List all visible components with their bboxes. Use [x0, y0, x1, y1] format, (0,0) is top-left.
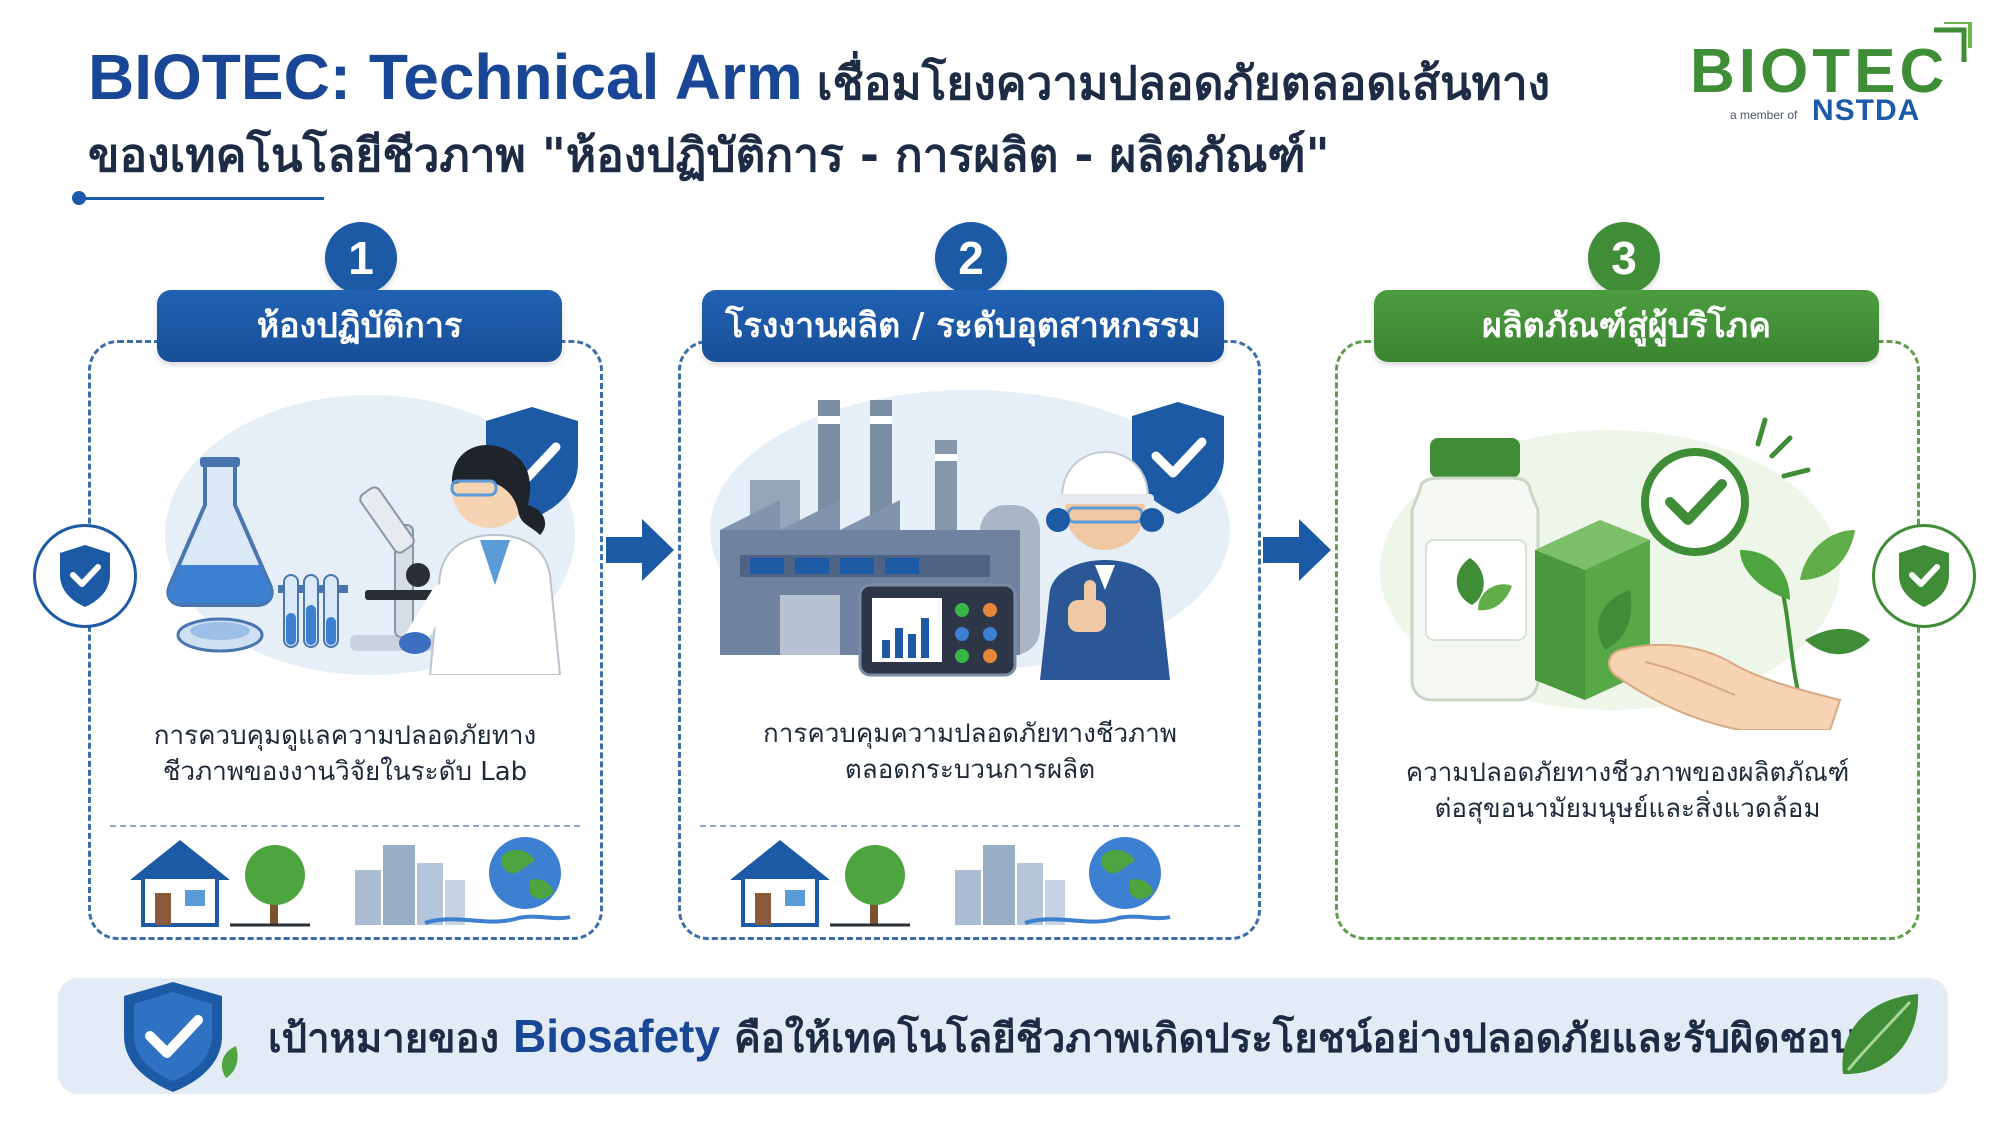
footer-keyword: Biosafety: [513, 1010, 721, 1062]
test-tubes-icon: [278, 574, 348, 648]
shield-check-icon: [1899, 545, 1949, 607]
globe-icon: [1024, 837, 1171, 925]
stage-number-2: 2: [935, 222, 1007, 294]
environment-icons-lab: [130, 837, 571, 927]
house-icon: [130, 840, 230, 927]
logo-org: NSTDA: [1812, 94, 1921, 127]
title-underline: [74, 197, 324, 200]
stage-number-3: 3: [1588, 222, 1660, 294]
city-buildings-icon: [955, 845, 1065, 925]
house-icon: [730, 840, 830, 927]
city-buildings-icon: [355, 845, 465, 925]
stage-label-factory: โรงงานผลิต / ระดับอุตสาหกรรม: [702, 290, 1224, 362]
stage-description-factory: การควบคุมความปลอดภัยทางชีวภาพ ตลอดกระบวน…: [763, 719, 1177, 785]
stage-number-1: 1: [325, 222, 397, 294]
footer-statement: เป้าหมายของ Biosafety คือให้เทคโนโลยีชีว…: [268, 1010, 1856, 1062]
factory-worker-illustration: [710, 390, 1230, 680]
stage-label-product: ผลิตภัณฑ์สู่ผู้บริโภค: [1374, 290, 1879, 362]
stage-description-product: ความปลอดภัยทางชีวภาพของผลิตภัณฑ์ ต่อสุขอ…: [1405, 758, 1850, 824]
shield-check-icon: [124, 982, 238, 1092]
check-circle-icon: [1641, 417, 1811, 556]
stage-label-lab: ห้องปฏิบัติการ: [157, 290, 562, 362]
title-underline-dot: [72, 191, 86, 205]
tree-icon: [830, 845, 910, 927]
tree-icon: [230, 845, 310, 927]
divider-factory: [700, 825, 1240, 827]
lab-scientist-illustration: [165, 395, 578, 675]
environment-icons-factory: [730, 837, 1171, 927]
supplement-bottle-icon: [1410, 438, 1540, 702]
shield-check-icon: [60, 545, 110, 607]
side-shield-left: [33, 524, 137, 628]
title-thai: เชื่อมโยงความปลอดภัยตลอดเส้นทาง: [816, 56, 1551, 110]
arrow-right-icon: [1263, 519, 1331, 581]
logo-tagline: a member of: [1730, 108, 1798, 122]
globe-icon: [424, 837, 571, 925]
biotec-logo: BIOTEC a member of NSTDA: [1690, 22, 1980, 138]
open-hand-icon: [1608, 643, 1842, 730]
microscope-icon: [350, 486, 460, 651]
plant-leaves-icon: [1740, 530, 1870, 701]
product-consumer-illustration: [1380, 417, 1870, 730]
factory-worker-figure: [1040, 450, 1170, 680]
control-panel-icon: [858, 583, 1017, 677]
divider-lab: [110, 825, 580, 827]
shield-check-icon: [1132, 402, 1224, 514]
logo-wordmark: BIOTEC: [1690, 37, 1949, 106]
page-subtitle: ของเทคโนโลยีชีวภาพ "ห้องปฏิบัติการ - การ…: [88, 128, 1330, 182]
title-english: BIOTEC: Technical Arm: [88, 41, 803, 113]
arrow-right-icon: [606, 519, 674, 581]
stage-description-lab: การควบคุมดูแลความปลอดภัยทาง ชีวภาพของงาน…: [153, 721, 537, 787]
logo-swoosh-icon: [1934, 22, 1972, 62]
side-shield-right: [1872, 524, 1976, 628]
leaf-icon: [1842, 994, 1919, 1075]
scientist-figure: [399, 445, 562, 675]
footer-banner: เป้าหมายของ Biosafety คือให้เทคโนโลยีชีว…: [58, 978, 1948, 1094]
flask-icon: [166, 457, 274, 607]
